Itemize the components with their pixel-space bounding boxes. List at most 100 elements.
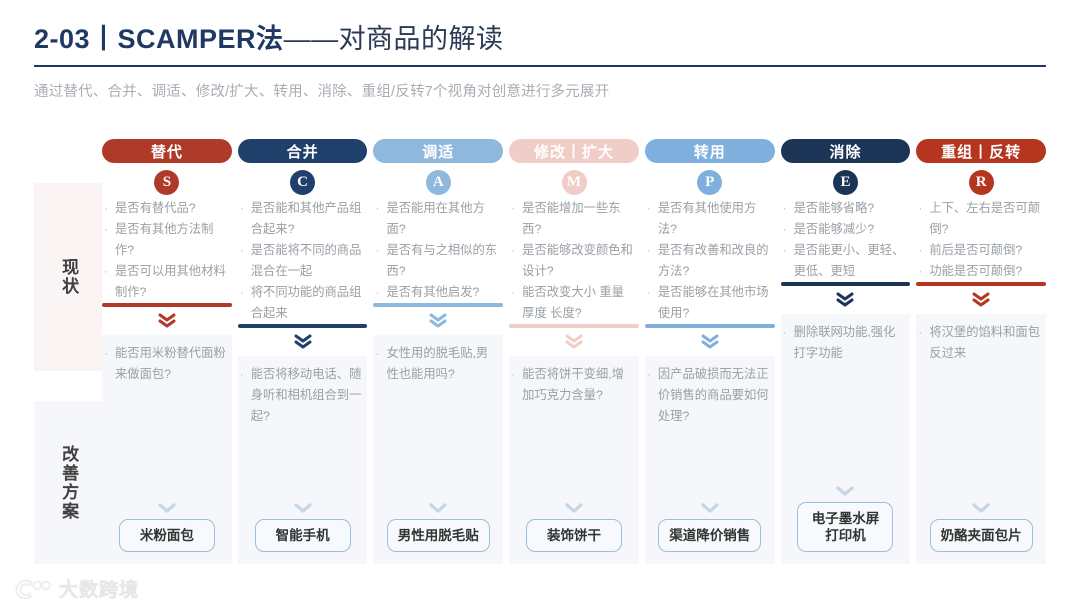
bullet-text: 是否能够减少?: [793, 222, 875, 236]
result-box[interactable]: 智能手机: [254, 519, 351, 552]
column-badge-wrap: A: [373, 166, 503, 198]
column-pill-m[interactable]: 修改丨扩大: [509, 139, 639, 163]
divider-chevron: [916, 286, 1046, 312]
page-title-sub: ——对商品的解读: [283, 24, 504, 54]
bullet-dot-icon: ·: [782, 201, 787, 215]
list-item: · 删除联网功能,强化打字功能: [783, 322, 907, 364]
list-item: ·是否有其他使用方法?: [647, 198, 771, 240]
result-box[interactable]: 渠道降价销售: [658, 519, 762, 552]
bullet-dot-icon: ·: [782, 222, 787, 236]
result-arrow: [102, 497, 232, 519]
column-badge-wrap: S: [102, 166, 232, 198]
bullet-dot-icon: ·: [375, 285, 380, 299]
column-letter-badge: P: [697, 169, 723, 195]
chevron-down-icon: [158, 503, 176, 513]
list-item: ·将不同功能的商品组合起来: [240, 282, 364, 324]
result-wrapper: 米粉面包: [102, 519, 232, 564]
row-label-improve: 改善方案: [34, 401, 102, 564]
row-label-column: 现状 改善方案: [34, 139, 102, 564]
bullet-text: 将不同功能的商品组合起来: [250, 285, 362, 320]
logo-icon: [15, 579, 51, 599]
bullet-text: 是否能够省略?: [793, 201, 875, 215]
result-box[interactable]: 米粉面包: [118, 519, 215, 552]
result-arrow: [916, 497, 1046, 519]
column-badge-wrap: R: [916, 166, 1046, 198]
column-pill-p[interactable]: 转用: [644, 139, 775, 163]
row-label-current: 现状: [34, 183, 102, 371]
bullet-text: 是否能够改变颜色和设计?: [522, 243, 633, 278]
bullet-text: 是否能更小、更轻、更低、更短: [793, 243, 905, 278]
list-item: ·能否用米粉替代面粉来做面包?: [104, 343, 228, 385]
result-box[interactable]: 电子墨水屏 打印机: [797, 502, 894, 552]
page-title: 2-03丨SCAMPER法——对商品的解读: [34, 22, 1046, 56]
watermark: 大数跨境: [14, 575, 139, 602]
list-item: ·能否将移动电话、随身听和相机组合到一起?: [240, 364, 364, 427]
bullet-text: 是否有改善和改良的方法?: [657, 243, 769, 278]
bullet-dot-icon: ·: [104, 264, 108, 278]
current-bullet-list: ·是否有替代品?·是否有其他方法制作?·是否可以用其他材料制作?: [102, 198, 232, 303]
bullet-text: 将汉堡的馅料和面包反过来: [929, 325, 1040, 360]
bullet-dot-icon: ·: [918, 243, 923, 257]
current-bullet-list: ·是否能和其他产品组合起来?·是否能将不同的商品混合在一起·将不同功能的商品组合…: [238, 198, 368, 324]
bullet-dot-icon: ·: [782, 325, 787, 339]
slide-header: 2-03丨SCAMPER法——对商品的解读 通过替代、合并、调适、修改/扩大、转…: [34, 22, 1046, 101]
bullet-text: 删除联网功能,强化打字功能: [793, 325, 896, 360]
list-item: ·能否将饼干变细,增加巧克力含量?: [511, 364, 635, 406]
bullet-dot-icon: ·: [646, 201, 651, 215]
title-underline: [34, 65, 1046, 67]
list-item: ·因产品破损而无法正价销售的商品要如何处理?: [647, 364, 771, 427]
column-badge-wrap: M: [509, 166, 639, 198]
bullet-dot-icon: ·: [918, 325, 923, 339]
column-pill-s[interactable]: 替代: [102, 139, 232, 163]
column-pill-label: 消除: [829, 143, 862, 161]
column-letter-badge: C: [290, 169, 316, 195]
result-box[interactable]: 男性用脱毛贴: [386, 519, 490, 552]
list-item: ·是否能更小、更轻、更低、更短: [783, 240, 907, 282]
scamper-column: 重组丨反转 R·上下、左右是否可颠倒? · 前后是否可颠倒? · 功能是否可颠倒? · 将汉堡…: [916, 139, 1047, 564]
chevron-down-icon: [701, 503, 719, 513]
column-badge-wrap: C: [238, 166, 368, 198]
watermark-text: 大数跨境: [59, 580, 140, 602]
result-box[interactable]: 装饰饼干: [526, 519, 623, 552]
list-item: ·女性用的脱毛贴,男性也能用吗?: [375, 343, 499, 385]
result-arrow: [645, 497, 775, 519]
bullet-text: 是否可以用其他材料制作?: [115, 264, 226, 299]
section-divider: [509, 324, 639, 356]
result-box[interactable]: 奶酪夹面包片: [929, 519, 1033, 552]
column-pill-a[interactable]: 调适: [373, 139, 504, 163]
column-letter-badge: A: [425, 169, 451, 195]
bullet-dot-icon: ·: [104, 222, 108, 236]
bullet-text: 前后是否可颠倒?: [929, 243, 1023, 257]
list-item: ·是否有其他方法制作?: [104, 219, 228, 261]
improve-bullet-list: · 删除联网功能,强化打字功能: [781, 322, 911, 364]
bullet-text: 女性用的脱毛贴,男性也能用吗?: [386, 346, 489, 381]
divider-bar: [916, 282, 1047, 286]
divider-chevron: [102, 307, 232, 333]
list-item: ·是否能和其他产品组合起来?: [240, 198, 364, 240]
list-item: ·上下、左右是否可颠倒?: [918, 198, 1042, 240]
page-title-main: 2-03丨SCAMPER法: [34, 24, 284, 54]
bullet-dot-icon: ·: [646, 285, 651, 299]
column-pill-c[interactable]: 合并: [237, 139, 368, 163]
improve-bullet-list: · 将汉堡的馅料和面包反过来: [916, 322, 1046, 364]
list-item: ·是否有其他启发?: [375, 282, 499, 303]
section-divider: [373, 303, 504, 335]
column-pill-label: 转用: [693, 143, 726, 161]
divider-bar: [780, 282, 911, 286]
double-chevron-down-icon: [701, 334, 719, 349]
chevron-down-icon: [429, 503, 447, 513]
result-wrapper: 男性用脱毛贴: [373, 519, 503, 564]
divider-chevron: [645, 328, 775, 354]
result-wrapper: 奶酪夹面包片: [916, 519, 1046, 564]
bullet-text: 功能是否可颠倒?: [929, 264, 1023, 278]
divider-chevron: [238, 328, 368, 354]
column-pill-e[interactable]: 消除: [780, 139, 911, 163]
column-pill-label: 修改丨扩大: [534, 143, 615, 161]
bullet-text: 是否能将不同的商品混合在一起: [250, 243, 362, 278]
column-pill-r[interactable]: 重组丨反转: [916, 139, 1047, 163]
